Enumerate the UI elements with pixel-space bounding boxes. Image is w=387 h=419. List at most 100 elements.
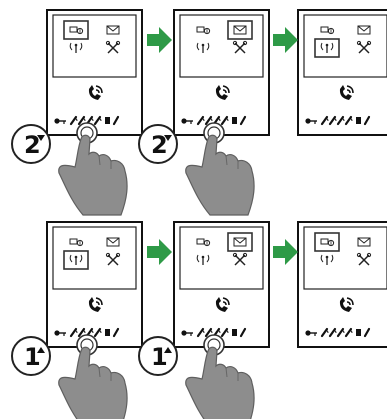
memo-icon bbox=[69, 238, 84, 247]
up-triangle-icon bbox=[37, 347, 45, 353]
key-number: 2 bbox=[24, 131, 41, 159]
up-triangle-icon bbox=[164, 347, 172, 353]
key-icon bbox=[54, 330, 66, 336]
handset-icon bbox=[77, 115, 86, 126]
handset-icon bbox=[239, 115, 247, 126]
down-triangle-icon bbox=[164, 135, 172, 141]
down-triangle-icon bbox=[37, 135, 45, 141]
tools-icon bbox=[356, 40, 372, 54]
intercom-panel bbox=[297, 221, 387, 348]
memo-icon bbox=[196, 26, 211, 35]
phone-icon bbox=[215, 297, 230, 312]
handset-icon bbox=[93, 327, 102, 338]
intercom-panel bbox=[46, 221, 143, 348]
next-step-arrow bbox=[147, 27, 172, 53]
door-icon bbox=[232, 329, 237, 336]
bottom-icon-row bbox=[305, 327, 371, 338]
display-screen bbox=[303, 226, 387, 290]
tools-icon bbox=[356, 252, 372, 266]
key-badge: 2 bbox=[138, 124, 178, 164]
display-screen bbox=[303, 14, 387, 78]
key-icon bbox=[181, 330, 193, 336]
phone-icon bbox=[88, 297, 103, 312]
key-badge: 1 bbox=[138, 336, 178, 376]
phone-icon bbox=[339, 85, 354, 100]
mail-icon bbox=[357, 25, 371, 35]
display-screen bbox=[52, 14, 137, 78]
key-badge: 1 bbox=[11, 336, 51, 376]
antenna-icon bbox=[320, 254, 334, 265]
key-icon bbox=[181, 118, 193, 124]
next-step-arrow bbox=[273, 27, 298, 53]
key-badge: 2 bbox=[11, 124, 51, 164]
hand-icon bbox=[185, 134, 255, 216]
key-icon bbox=[305, 330, 317, 336]
antenna-icon bbox=[196, 254, 210, 265]
selection-highlight bbox=[314, 232, 340, 252]
mail-icon bbox=[233, 237, 247, 247]
intercom-panel bbox=[173, 9, 270, 136]
phone-icon bbox=[339, 297, 354, 312]
door-icon bbox=[105, 329, 110, 336]
handset-icon bbox=[204, 327, 213, 338]
handset-icon bbox=[93, 115, 102, 126]
next-step-arrow bbox=[147, 239, 172, 265]
key-icon bbox=[305, 118, 317, 124]
key-number: 2 bbox=[151, 131, 168, 159]
hand-icon bbox=[58, 134, 128, 216]
handset-icon bbox=[363, 327, 371, 338]
key-icon bbox=[54, 118, 66, 124]
pressing-hand: 2 bbox=[11, 122, 128, 216]
mail-icon bbox=[233, 25, 247, 35]
handset-icon bbox=[336, 327, 345, 338]
mail-icon bbox=[357, 237, 371, 247]
tools-icon bbox=[232, 40, 248, 54]
display-screen bbox=[52, 226, 137, 290]
selection-highlight bbox=[314, 38, 340, 58]
display-screen bbox=[179, 14, 264, 78]
handset-icon bbox=[196, 327, 205, 338]
memo-icon bbox=[196, 238, 211, 247]
handset-icon bbox=[112, 115, 120, 126]
antenna-icon bbox=[69, 254, 83, 265]
antenna-icon bbox=[196, 42, 210, 53]
tools-icon bbox=[105, 252, 121, 266]
intercom-panel bbox=[46, 9, 143, 136]
door-icon bbox=[356, 329, 361, 336]
antenna-icon bbox=[320, 42, 334, 53]
handset-icon bbox=[196, 115, 205, 126]
pressing-hand: 1 bbox=[138, 334, 255, 419]
handset-icon bbox=[112, 327, 120, 338]
handset-icon bbox=[204, 115, 213, 126]
next-step-arrow bbox=[273, 239, 298, 265]
handset-icon bbox=[239, 327, 247, 338]
door-icon bbox=[105, 117, 110, 124]
pressing-hand: 2 bbox=[138, 122, 255, 216]
handset-icon bbox=[220, 327, 229, 338]
selection-highlight bbox=[227, 20, 253, 40]
handset-icon bbox=[69, 115, 78, 126]
phone-icon bbox=[215, 85, 230, 100]
bottom-icon-row bbox=[54, 115, 120, 126]
bottom-icon-row bbox=[181, 327, 247, 338]
selection-highlight bbox=[63, 250, 89, 270]
hand-icon bbox=[58, 346, 128, 419]
tools-icon bbox=[232, 252, 248, 266]
pressing-hand: 1 bbox=[11, 334, 128, 419]
handset-icon bbox=[320, 115, 329, 126]
hand-icon bbox=[185, 346, 255, 419]
handset-icon bbox=[328, 327, 337, 338]
intercom-panel bbox=[297, 9, 387, 136]
memo-icon bbox=[69, 26, 84, 35]
intercom-panel bbox=[173, 221, 270, 348]
door-icon bbox=[232, 117, 237, 124]
key-number: 1 bbox=[24, 343, 41, 371]
handset-icon bbox=[320, 327, 329, 338]
memo-icon bbox=[320, 26, 335, 35]
key-number: 1 bbox=[151, 343, 168, 371]
handset-icon bbox=[344, 327, 353, 338]
door-icon bbox=[356, 117, 361, 124]
selection-highlight bbox=[227, 232, 253, 252]
selection-highlight bbox=[63, 20, 89, 40]
handset-icon bbox=[77, 327, 86, 338]
